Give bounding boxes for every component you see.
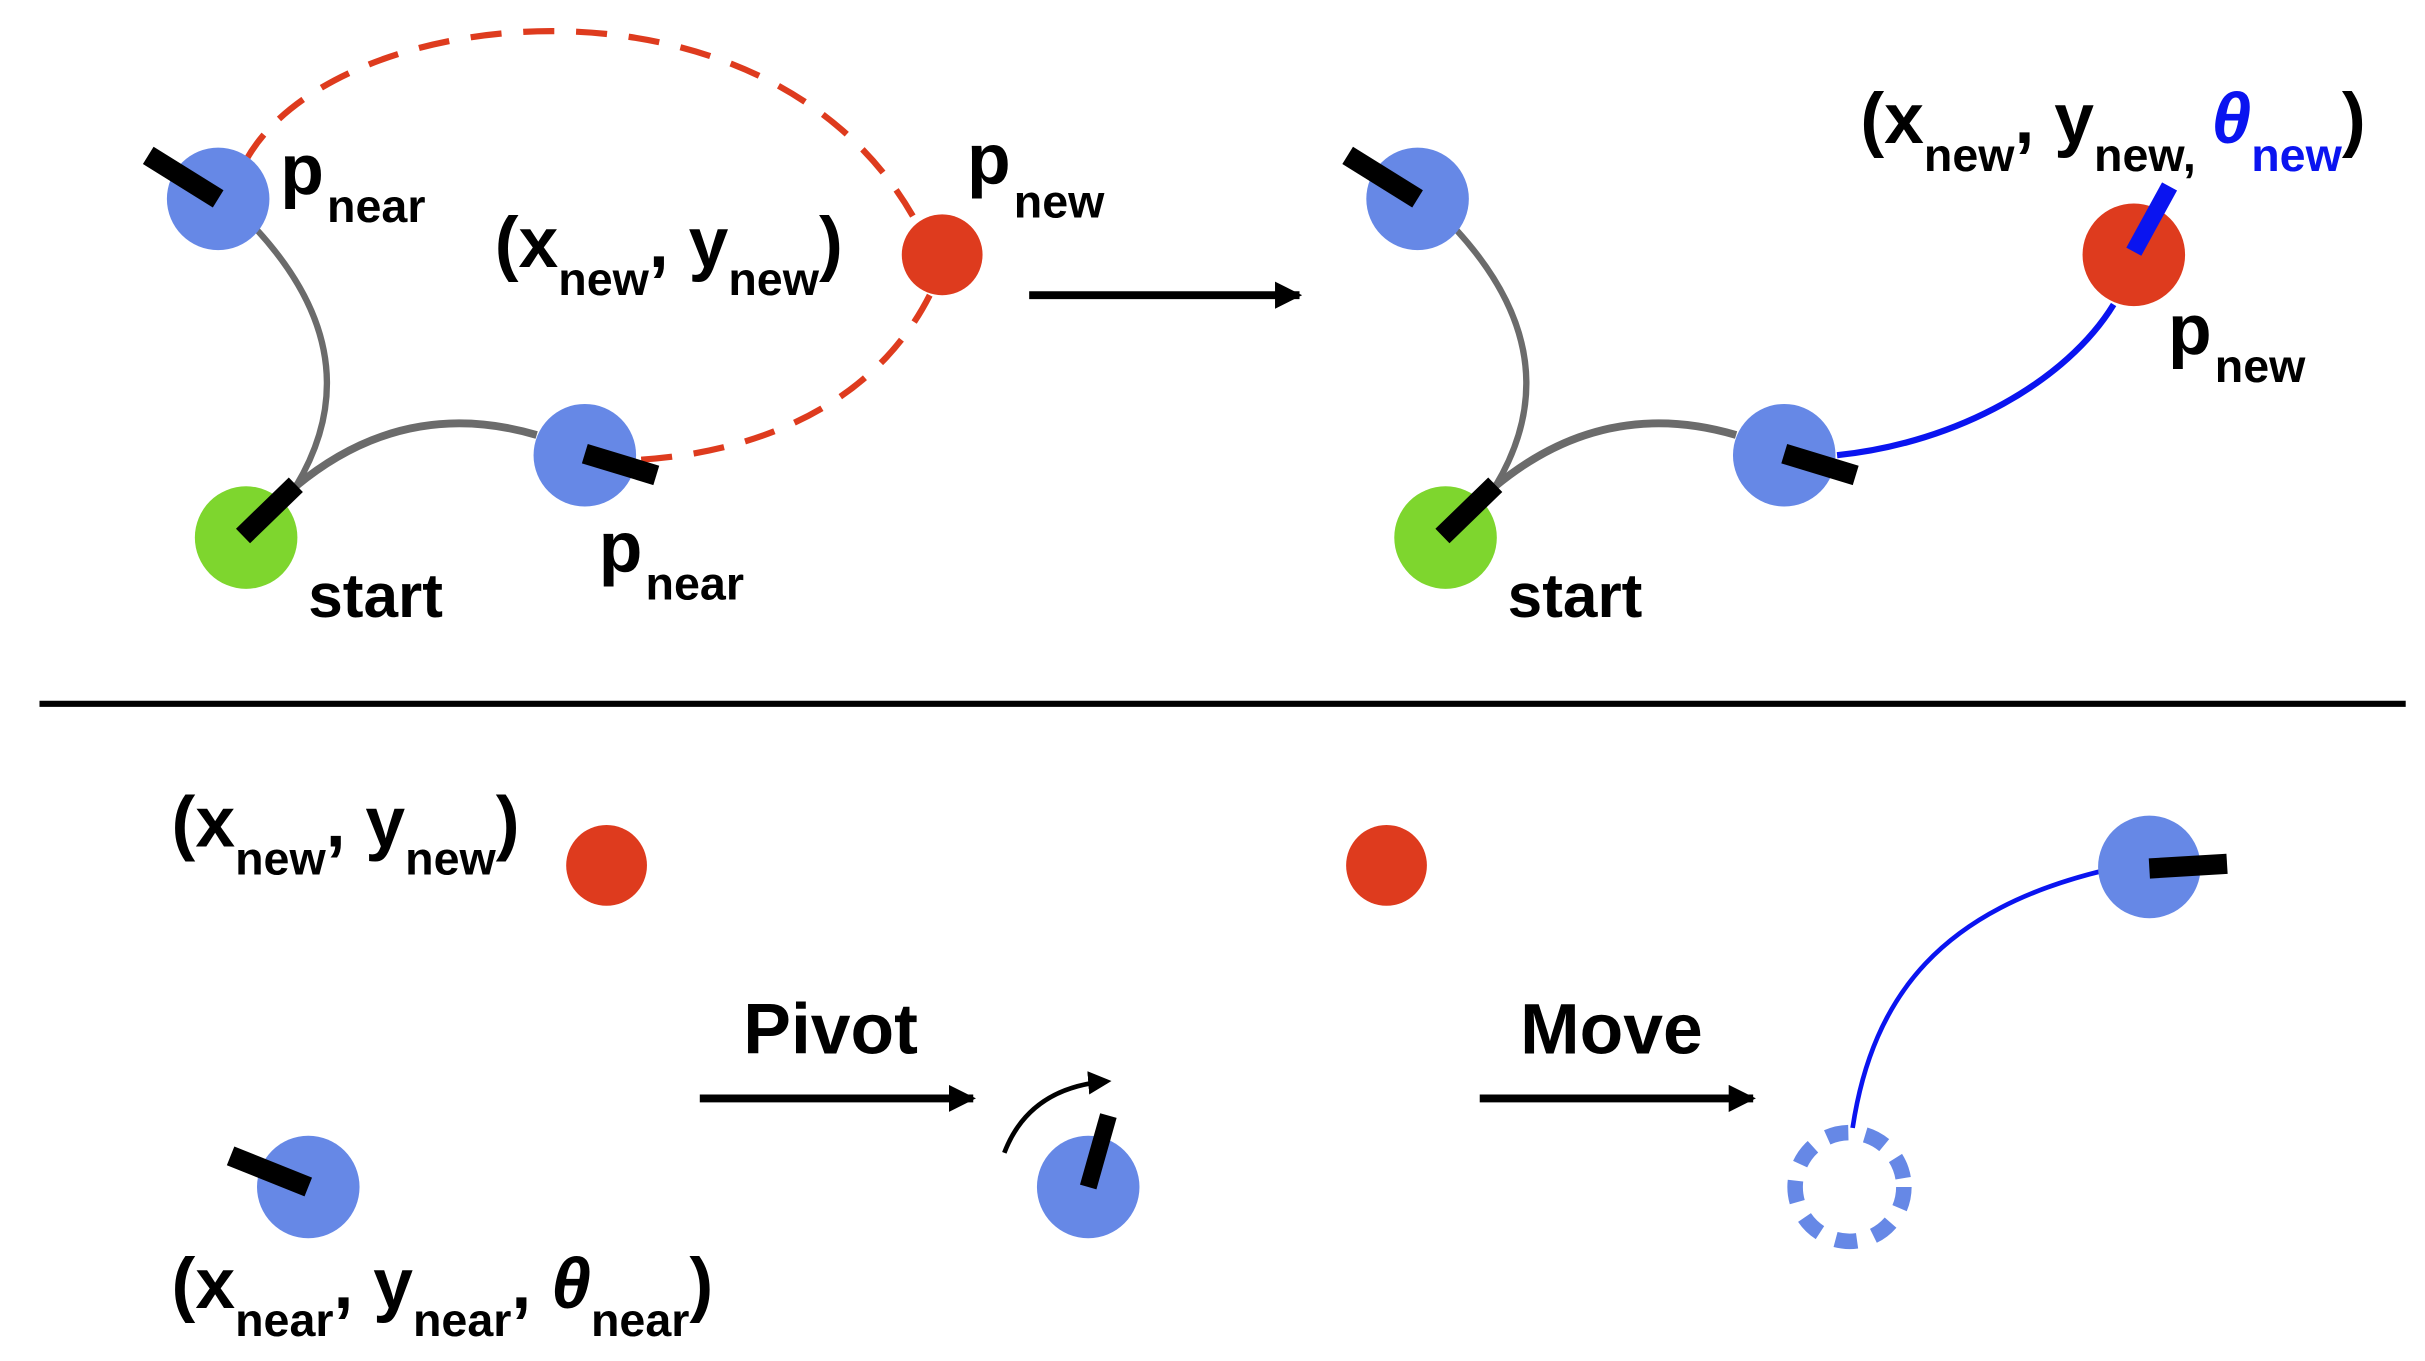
heading-bar <box>235 477 303 544</box>
heading-bar <box>1342 146 1423 208</box>
label-coord-near: (xnear, ynear, θnear) <box>172 1244 714 1346</box>
node-p-new <box>901 214 983 296</box>
node-p-near <box>1366 147 1469 251</box>
label-coord-new: (xnew, ynew) <box>172 783 520 885</box>
heading-bar <box>1079 1113 1117 1190</box>
label-move: Move <box>1520 989 1703 1069</box>
node-near <box>257 1135 360 1239</box>
heading-bar <box>1435 477 1503 544</box>
heading-bar <box>142 146 224 208</box>
label-p-new: pnew <box>967 119 1105 227</box>
tree-edge <box>1454 227 1530 488</box>
heading-bar <box>581 444 660 486</box>
target-point <box>566 824 647 906</box>
heading-bar-new <box>2126 182 2178 256</box>
tree-edge <box>1492 419 1738 490</box>
label-coord-new-with-theta: (xnew, ynew,θnew) <box>1860 79 2365 181</box>
node-pivoted <box>1036 1135 1140 1239</box>
bottom-panel: (xnew, ynew) (xnear, ynear, θnear) Pivot… <box>172 783 2228 1346</box>
label-coord-new: (xnew, ynew) <box>495 203 843 305</box>
rotate-arrow-icon <box>1002 1071 1112 1154</box>
tree-edge <box>293 419 538 490</box>
heading-bar <box>226 1146 313 1197</box>
label-start: start <box>308 562 443 631</box>
candidate-edge-dashed <box>637 293 933 463</box>
node-p-new <box>2082 203 2186 307</box>
heading-bar <box>2148 853 2228 879</box>
label-start: start <box>1508 562 1643 631</box>
target-point <box>1346 824 1427 906</box>
label-pivot: Pivot <box>743 989 918 1069</box>
candidate-edge-dashed <box>243 28 924 232</box>
tree-edge <box>254 227 331 488</box>
move-edge <box>1850 867 2107 1129</box>
ghost-node-dashed <box>1787 1124 1912 1250</box>
heading-bar <box>1781 444 1859 486</box>
new-edge <box>1836 302 2117 459</box>
